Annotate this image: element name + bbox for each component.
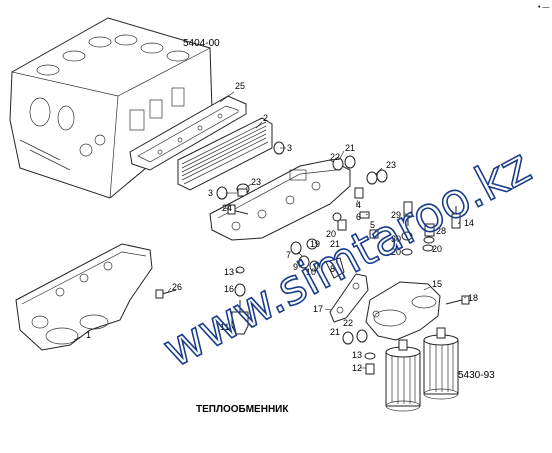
callout-16: 16 xyxy=(224,284,234,294)
callout-3: 3 xyxy=(208,188,213,198)
callout-8: 8 xyxy=(330,264,335,274)
callout-25: 25 xyxy=(235,81,245,91)
engine-block xyxy=(9,17,213,199)
bolt-24 xyxy=(227,204,249,215)
callout-21: 21 xyxy=(330,327,340,337)
cooler-housing xyxy=(209,159,351,241)
sensor-29 xyxy=(403,201,413,226)
callout-11: 11 xyxy=(220,322,229,332)
callout-29: 29 xyxy=(391,210,401,220)
lower-housing xyxy=(15,243,153,351)
corner-mark: • — xyxy=(538,4,549,11)
callout-15: 15 xyxy=(432,279,442,289)
callout-5: 5 xyxy=(370,220,375,230)
callout-22: 22 xyxy=(343,318,353,328)
sensor-14 xyxy=(451,206,461,229)
callout-20: 20 xyxy=(391,247,401,257)
callout-22: 22 xyxy=(330,152,340,162)
callout-20: 20 xyxy=(432,244,442,254)
callout-10: 10 xyxy=(306,267,316,277)
fittings-21-22-23 xyxy=(332,155,388,219)
middle-fittings xyxy=(290,212,379,279)
callout-23: 23 xyxy=(251,177,261,187)
sensor-28 xyxy=(423,223,435,244)
callout-9: 9 xyxy=(293,262,298,272)
callout-12: 12 xyxy=(352,363,362,373)
filter-head xyxy=(365,281,441,341)
callout-7: 7 xyxy=(286,250,291,260)
o-ring-left xyxy=(216,186,228,200)
callout-13: 13 xyxy=(224,267,234,277)
callout-28: 28 xyxy=(436,226,446,236)
callout-24: 24 xyxy=(222,203,232,213)
fittings-21-22-lower xyxy=(342,329,376,375)
filter-ref-label: 5430-93 xyxy=(458,370,495,381)
block-ref-label: 5404-00 xyxy=(183,38,220,49)
callout-30: 30 xyxy=(391,234,401,244)
oil-filter-left xyxy=(385,339,421,412)
callout-19: 19 xyxy=(310,239,320,249)
callout-4: 4 xyxy=(356,200,361,210)
callout-3: 3 xyxy=(287,143,292,153)
callout-21: 21 xyxy=(345,143,355,153)
leader-lines xyxy=(73,91,467,369)
callout-20: 20 xyxy=(326,229,336,239)
callout-18: 18 xyxy=(468,293,478,303)
diagram-title: ТЕПЛООБМЕННИК xyxy=(196,404,289,415)
washers-20-30 xyxy=(401,231,434,256)
callout-1: 1 xyxy=(86,330,91,340)
callout-13: 13 xyxy=(352,350,362,360)
callout-2: 2 xyxy=(263,113,268,123)
oil-filter-right xyxy=(423,327,459,400)
plug-23 xyxy=(236,183,250,197)
oil-cooler xyxy=(177,117,273,191)
callout-14: 14 xyxy=(464,218,474,228)
valve-assembly xyxy=(231,266,249,335)
callout-26: 26 xyxy=(172,282,182,292)
bracket xyxy=(329,273,369,323)
bolt-26 xyxy=(155,289,177,299)
callout-6: 6 xyxy=(356,212,361,222)
callout-17: 17 xyxy=(313,304,323,314)
callout-labels: 25 2 3 3 23 24 21 22 23 5 4 20 6 21 19 7… xyxy=(86,81,478,373)
callout-23: 23 xyxy=(386,160,396,170)
bolt-18 xyxy=(445,295,470,305)
callout-21: 21 xyxy=(330,239,340,249)
